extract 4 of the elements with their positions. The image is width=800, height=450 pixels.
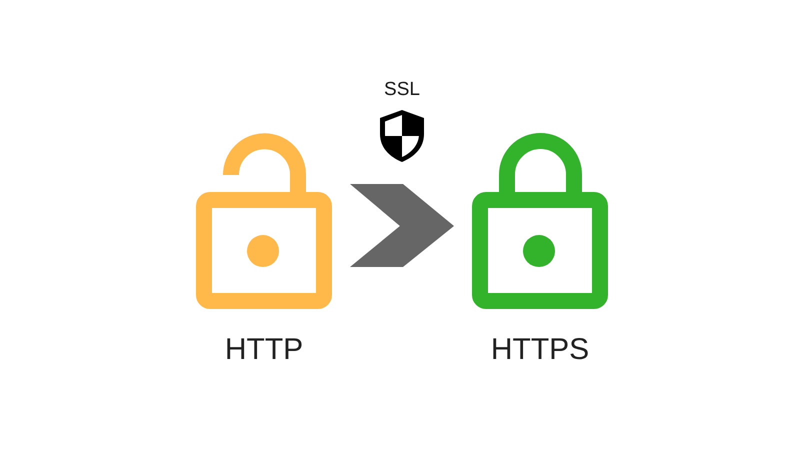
- chevron-arrow: [350, 184, 454, 267]
- text-label: SSL: [384, 80, 420, 99]
- lock-caption: HTTPS: [490, 335, 590, 365]
- lock-caption: HTTP: [224, 335, 304, 365]
